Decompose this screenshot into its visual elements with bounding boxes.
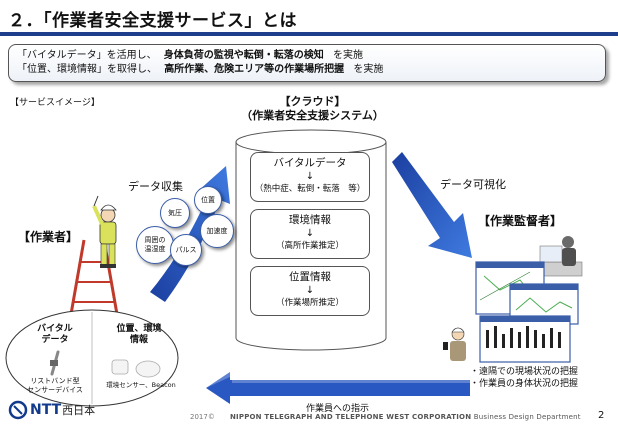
wristband-caption: リストバンド型 センサーデバイス (27, 377, 83, 394)
worker-label: 【作業者】 (18, 230, 79, 244)
beacon-icon (111, 359, 161, 378)
section-label: 【サービスイメージ】 (10, 98, 100, 108)
page-number: 2 (598, 410, 605, 421)
ntt-logo: NTT西日本 (30, 402, 96, 418)
data-visualize-label: データ可視化 (440, 178, 506, 191)
bubble-pressure: 気圧 (160, 198, 190, 228)
field-person-illustration (443, 327, 466, 361)
supervisor-label: 【作業監督者】 (478, 214, 563, 228)
data-collect-label: データ収集 (128, 180, 183, 193)
cloud-title: 【クラウド】 （作業者安全支援システム） (241, 95, 384, 122)
vital-data-box: バイタルデータ ↓ （熱中症、転倒・転落 等） (250, 152, 370, 202)
ntt-logo-icon (8, 400, 28, 420)
footer-corporation: NIPPON TELEGRAPH AND TELEPHONE WEST CORP… (230, 413, 581, 421)
summary-line-2: 「位置、環境情報」を取得し、 高所作業、危険エリア等の作業場所把握 を実施 (17, 64, 384, 75)
position-info-box: 位置情報 ↓ （作業場所推定） (250, 266, 370, 316)
summary-box: 「バイタルデータ」を活用し、 身体負荷の監視や転倒・転落の検知 を実施 「位置、… (8, 44, 606, 82)
footer-year: 2017© (190, 413, 215, 421)
vital-data-title: バイタル データ (37, 324, 73, 345)
page-title: ２．「作業者安全支援サービス」とは (8, 11, 297, 31)
visualize-arrow-icon (392, 152, 472, 258)
env-sensor-caption: 環境センサー、Beacon (106, 381, 176, 389)
title-rule (0, 32, 618, 36)
summary-line-1: 「バイタルデータ」を活用し、 身体負荷の監視や転倒・転落の検知 を実施 (17, 50, 363, 61)
monitoring-screens (475, 261, 579, 363)
bubble-acceleration: 加速度 (200, 214, 234, 248)
worker-illustration (68, 195, 120, 321)
environment-info-box: 環境情報 ↓ （高所作業推定） (250, 209, 370, 259)
instruction-label: 作業員への指示 (306, 404, 370, 414)
bubble-surround-temp: 周囲の 温湿度 (136, 226, 174, 264)
supervisor-bullets: ・遠隔での現場状況の把握 ・作業員の身体状況の把握 (470, 367, 579, 389)
bubble-position: 位置 (194, 186, 222, 214)
bubble-pulse: パルス (170, 234, 202, 266)
instruction-arrow-icon (206, 372, 470, 404)
env-info-title: 位置、環境 情報 (116, 324, 162, 345)
wristband-icon (50, 350, 60, 376)
